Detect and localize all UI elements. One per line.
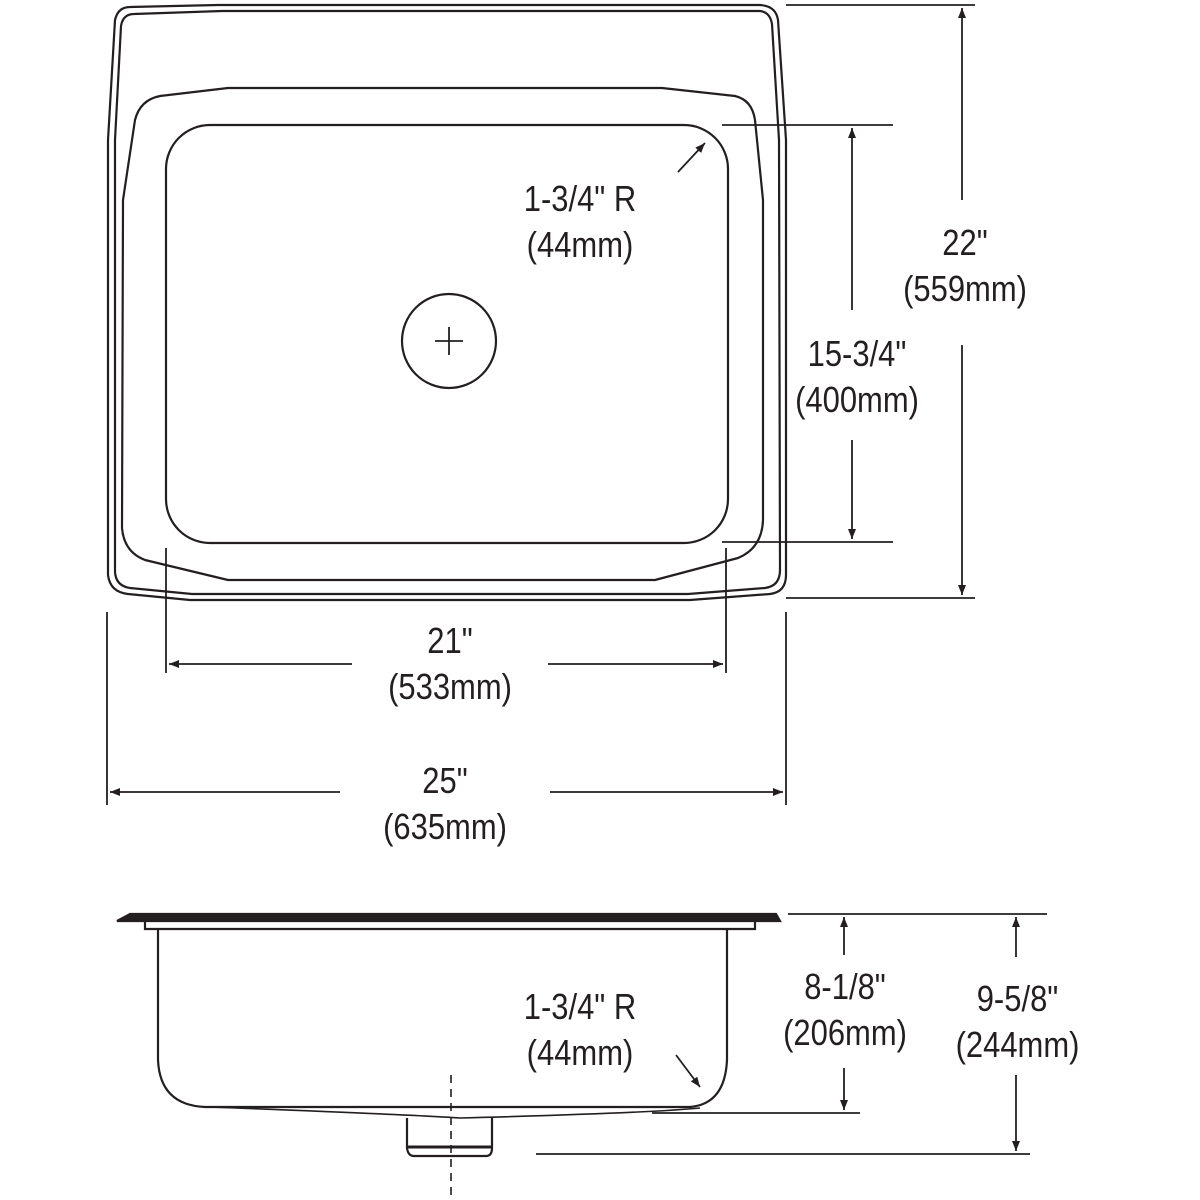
sink-rim-inner-edge	[113, 9, 782, 596]
overall-height-metric: (244mm)	[955, 1024, 1080, 1065]
sink-flange	[116, 912, 782, 923]
drain-circle	[400, 292, 498, 390]
overall-height-label: 9-5/8" (244mm)	[947, 976, 1089, 1068]
sink-bowl	[164, 123, 730, 545]
overall-width-label: 25" (635mm)	[376, 758, 514, 850]
bowl-depth-metric: (206mm)	[783, 1012, 907, 1053]
top-corner-radius-label: 1-3/4" R (44mm)	[494, 176, 666, 268]
sink-deck-edge	[120, 86, 765, 582]
bowl-width-label: 21" (533mm)	[381, 618, 519, 710]
sink-bowl-profile	[156, 929, 729, 1109]
top-radius-metric: (44mm)	[526, 224, 634, 265]
side-radius-metric: (44mm)	[526, 1032, 634, 1073]
bowl-length-metric: (400mm)	[795, 379, 919, 420]
top-radius-imperial: 1-3/4" R	[523, 178, 637, 219]
overall-depth-label: 22" (559mm)	[892, 220, 1038, 312]
overall-height-imperial: 9-5/8"	[976, 978, 1059, 1019]
bowl-depth-label: 8-1/8" (206mm)	[776, 964, 914, 1056]
side-corner-radius-label: 1-3/4" R (44mm)	[494, 984, 666, 1076]
bowl-depth-imperial: 8-1/8"	[804, 966, 886, 1007]
overall-width-imperial: 25"	[422, 760, 468, 801]
bowl-width-metric: (533mm)	[388, 666, 512, 707]
side-radius-imperial: 1-3/4" R	[523, 986, 637, 1027]
bowl-length-imperial: 15-3/4"	[807, 333, 907, 374]
overall-depth-imperial: 22"	[942, 222, 988, 263]
drain-fitting	[405, 1118, 494, 1158]
overall-width-metric: (635mm)	[383, 806, 507, 847]
bowl-width-imperial: 21"	[427, 620, 473, 661]
bowl-length-label: 15-3/4" (400mm)	[784, 331, 930, 423]
overall-depth-metric: (559mm)	[903, 268, 1027, 309]
sink-outer-rim	[106, 3, 788, 602]
